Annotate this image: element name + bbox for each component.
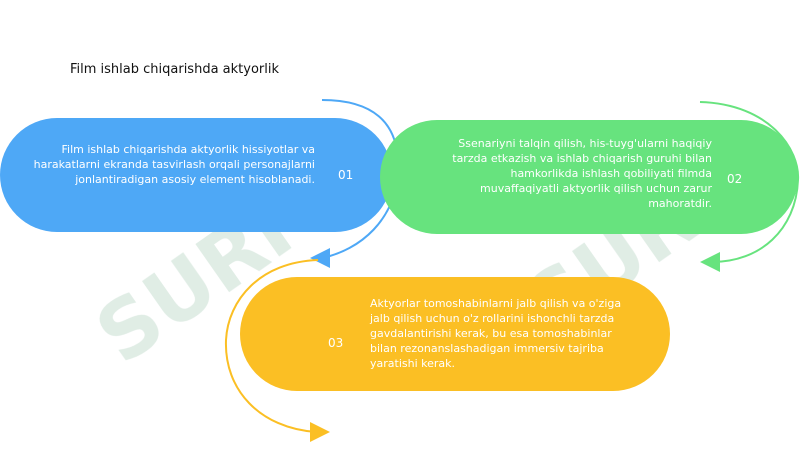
step-3-number: 03 [328,336,344,350]
step-2-number: 02 [727,172,743,186]
step-3-text: Aktyorlar tomoshabinlarni jalb qilish va… [370,297,622,370]
step-1-pill [0,118,392,232]
diagram-title: Film ishlab chiqarishda aktyorlik [70,62,280,77]
step-2-text: Ssenariyni talqin qilish, his-tuyg'ularn… [452,137,712,210]
arrow-green-icon [700,252,720,272]
arc-green [699,101,800,263]
step-2-pill [380,120,798,234]
arrow-blue-icon [310,248,330,268]
arrow-yellow-icon [310,422,330,442]
arc-yellow [224,259,319,433]
step-1-text: Film ishlab chiqarishda aktyorlik hissiy… [33,143,315,186]
step-1-number: 01 [338,168,354,182]
step-3-pill [240,277,670,391]
